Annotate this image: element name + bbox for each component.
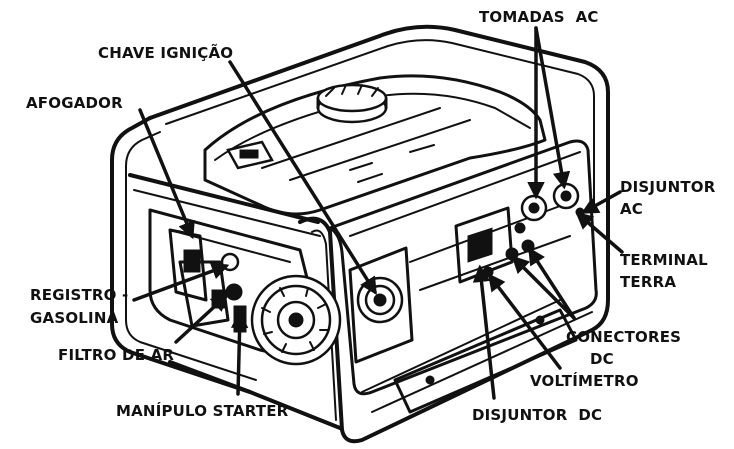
labels: TOMADAS AC CHAVE IGNIÇÃO AFOGADOR DISJUN… [26, 8, 716, 424]
recoil-starter [250, 274, 342, 366]
control-panel-housing [328, 139, 598, 396]
frame-left-loop-inner [125, 131, 257, 381]
leader-chave-ignicao [228, 60, 377, 295]
label-manipulo-starter: MANÍPULO STARTER [116, 401, 289, 420]
fuel-gauge [226, 140, 274, 170]
label-tomadas-ac: TOMADAS AC [479, 8, 599, 26]
frame-top-rail-inner [165, 39, 595, 211]
label-filtro-de-ar: FILTRO DE AR [58, 346, 174, 364]
leader-lines [132, 26, 624, 400]
tank-vents [349, 144, 435, 183]
voltmeter-panel [454, 206, 514, 284]
label-afogador: AFOGADOR [26, 94, 123, 112]
label-terminal-terra-line2: TERRA [620, 273, 676, 291]
leader-terminal-terra [575, 211, 624, 254]
generator-illustration [110, 24, 610, 444]
control-panel-edge [349, 151, 581, 237]
leader-conectores-dc [528, 247, 576, 320]
frame-front-upright-inner [311, 229, 337, 421]
fuel-cap [316, 83, 388, 124]
label-disjuntor-dc: DISJUNTOR DC [472, 406, 602, 424]
leader-tomadas-ac [534, 26, 571, 190]
label-voltimetro: VOLTÍMETRO [530, 371, 639, 390]
leader-filtro-de-ar [174, 293, 229, 344]
label-conectores-dc-line1: CONECTORES [566, 328, 681, 346]
dc-connectors [505, 207, 585, 261]
label-disjuntor-ac-line1: DISJUNTOR [620, 178, 716, 196]
frame-front-bar-inner [133, 189, 321, 237]
frame-base-rail [361, 299, 593, 413]
frame-base-left [168, 360, 342, 430]
base-bolt [425, 375, 435, 385]
label-conectores-dc-line2: DC [590, 350, 614, 368]
leader-conectores-dc [511, 255, 576, 320]
leader-registro-gasolina [132, 262, 230, 302]
base-muffler [393, 308, 578, 414]
frame-front-upright [298, 213, 610, 444]
label-terminal-terra-line1: TERMINAL [620, 251, 708, 269]
leader-afogador [138, 108, 195, 240]
ac-sockets [520, 182, 580, 222]
label-registro-gasolina-line1: REGISTRO - [30, 286, 128, 304]
label-disjuntor-ac-line2: AC [620, 200, 643, 218]
leader-voltimetro [487, 273, 562, 370]
leader-disjuntor-ac [580, 190, 622, 214]
leader-manipulo-starter [230, 310, 249, 396]
leader-disjuntor-dc [472, 264, 496, 400]
label-registro-gasolina-line2: GASOLINA [30, 309, 119, 327]
base-bolt [535, 315, 545, 325]
frame-left-loop [110, 116, 252, 394]
label-chave-ignicao: CHAVE IGNIÇÃO [98, 43, 233, 62]
frame-top-rail [148, 24, 610, 217]
fuel-tank [203, 74, 547, 216]
